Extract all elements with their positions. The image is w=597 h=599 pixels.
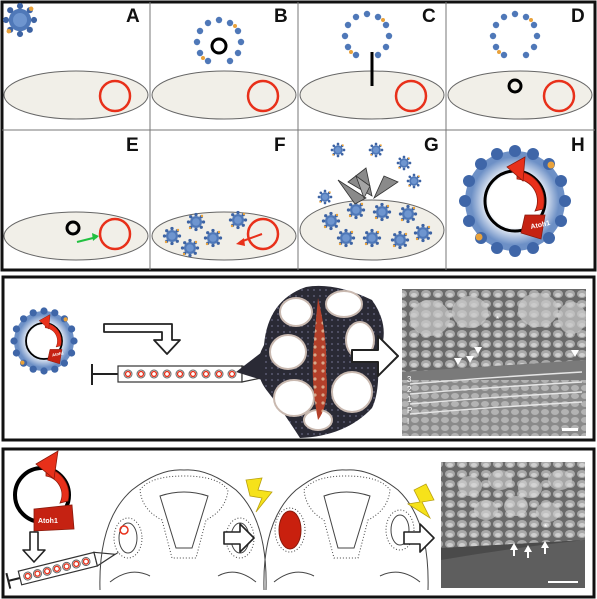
inner-row-label: I (407, 417, 409, 426)
panel-label-a: A (126, 6, 140, 27)
nucleus-plasmid-ring (98, 217, 132, 251)
step-arrow-2 (403, 523, 435, 553)
nucleus-plasmid-ring (542, 79, 576, 113)
panel-label-b: B (274, 6, 288, 27)
membrane-burst (337, 167, 399, 205)
electroporation-bolt-1 (245, 477, 273, 513)
panel-c: C (299, 6, 445, 120)
atoh1-plasmid: Atoh1 (13, 450, 75, 532)
sem-asterisk: * (496, 315, 499, 324)
result-arrow (351, 335, 399, 377)
embryo-section-1 (99, 469, 267, 591)
panel-f: F (151, 135, 297, 261)
top-section: A B C (0, 0, 597, 272)
panel-a: A (2, 2, 149, 120)
panel-label-f: F (274, 135, 286, 156)
transfected-otocyst (278, 510, 302, 550)
nucleus-plasmid-ring (98, 79, 132, 113)
nucleus-plasmid-ring (246, 217, 280, 251)
cell-body (3, 70, 149, 120)
step-arrow-1 (223, 523, 255, 553)
row-label-3: 3 (407, 375, 412, 384)
plasmid-particle (210, 37, 228, 55)
load-arrow-bottom (22, 531, 46, 563)
row-label-1: 1 (407, 395, 412, 404)
pillar-label: P (407, 406, 412, 415)
sem-asterisk-bottom: * (544, 523, 547, 532)
panel-g: G (299, 135, 445, 261)
load-arrow (103, 323, 181, 355)
nucleus-plasmid-ring (394, 79, 428, 113)
injection-site (119, 525, 129, 535)
row-label-2: 2 (407, 385, 412, 394)
panel-e: E (3, 135, 149, 261)
atoh1-label-bottom: Atoh1 (38, 518, 58, 525)
electroporation-bolt-2 (406, 483, 435, 520)
nucleus-plasmid-ring (246, 79, 280, 113)
cochlea-histology (236, 285, 384, 438)
panel-d: D (447, 6, 593, 120)
vector-virus: Atoh1 (9, 306, 79, 376)
panel-b: B (151, 6, 297, 120)
panel-label-c: C (422, 6, 436, 27)
cell-body (3, 211, 149, 261)
plasmid-particle (507, 78, 523, 94)
bottom-section: Atoh1 (1, 447, 596, 599)
panel-label-d: D (571, 6, 585, 27)
atoh1-label-h: Atoh1 (530, 220, 551, 231)
panel-h: Atoh1 H (457, 135, 585, 259)
panel-label-e: E (126, 135, 139, 156)
middle-section: Atoh1 (1, 275, 596, 442)
cell-body (151, 70, 297, 120)
plasmid-particle (65, 220, 81, 236)
scale-bar-bottom (548, 581, 578, 583)
syringe-beads (123, 369, 237, 379)
cell-body (447, 70, 593, 120)
atoh1-label-mid: Atoh1 (52, 350, 65, 357)
panel-label-h: H (571, 135, 585, 156)
scale-bar (562, 428, 578, 431)
sem-image-middle: * 3 2 1 P I (402, 289, 586, 436)
panel-label-g: G (424, 135, 439, 156)
sem-image-bottom: * (441, 462, 585, 588)
